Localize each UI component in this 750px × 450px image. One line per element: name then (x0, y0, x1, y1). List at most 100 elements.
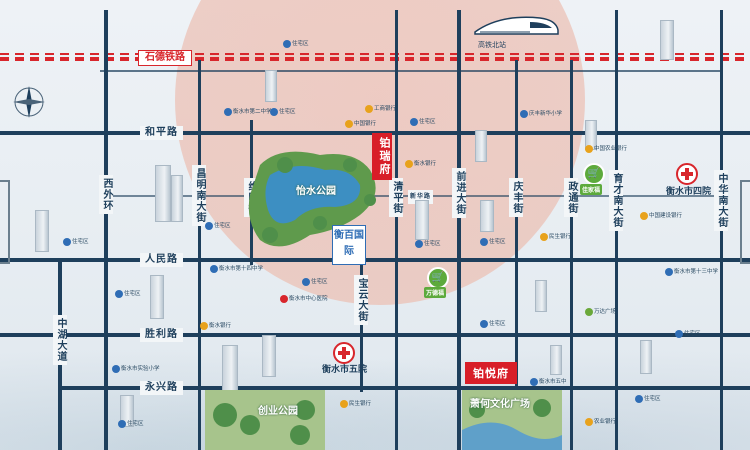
bank-icon (640, 212, 648, 220)
mist-background (0, 330, 750, 450)
poi: 万达广场 (585, 308, 616, 316)
poi: 农业银行 (585, 418, 616, 426)
poi: 衡水市五中 (530, 378, 567, 386)
station-label: 高铁北站 (478, 41, 506, 49)
building (535, 280, 547, 312)
home-icon (302, 278, 310, 286)
building (415, 200, 429, 240)
home-icon (118, 420, 126, 428)
poi: 衡水市中心医院 (280, 295, 328, 303)
label-yongxing-road: 永兴路 (140, 381, 183, 395)
building (120, 395, 134, 427)
poi: 住宅区 (63, 238, 89, 246)
poi: 住宅区 (118, 420, 144, 428)
cart-icon: 🛒 (427, 267, 449, 289)
school-icon (112, 365, 120, 373)
label-qingfeng: 庆丰街 (509, 178, 523, 217)
poi: 民生银行 (340, 400, 371, 408)
poi: 衡水市第二中学 (224, 108, 272, 116)
poi: 住宅区 (675, 330, 701, 338)
school-icon (210, 265, 218, 273)
poi: 住宅区 (480, 320, 506, 328)
bank-icon (585, 418, 593, 426)
poi: 工商银行 (365, 105, 396, 113)
high-speed-train-icon (474, 16, 559, 35)
road-north-minor (100, 70, 720, 72)
shop-wandefu-label: 万德福 (424, 287, 447, 298)
building (150, 275, 164, 319)
label-baoyun: 宝云大街 (354, 275, 368, 325)
railway-line (0, 57, 750, 61)
label-zhengtong: 政通街 (564, 178, 578, 217)
road-qingping (395, 10, 398, 450)
road-qingfeng (515, 60, 518, 450)
home-icon (415, 240, 423, 248)
building (475, 130, 487, 162)
poi: 住宅区 (205, 222, 231, 230)
label-heping-road: 和平路 (140, 126, 183, 140)
cart-icon: 🛒 (583, 163, 605, 185)
shop-jiajiafu-label: 佳家福 (580, 184, 603, 195)
road-qiandao (457, 10, 461, 450)
hengbai-badge: 衡百国际 (332, 225, 366, 265)
label-yucai: 育才南大街 (609, 170, 623, 231)
poi: 衡水市实验小学 (112, 365, 160, 373)
label-xiwaihuan: 西外环 (99, 175, 113, 214)
poi: 庆丰新华小学 (520, 110, 562, 118)
home-icon (270, 108, 278, 116)
building (222, 345, 238, 395)
school-icon (520, 110, 528, 118)
poi: 民生银行 (540, 233, 571, 241)
road-baoyun (360, 262, 363, 392)
bank-icon (345, 120, 353, 128)
building (660, 20, 674, 60)
poi: 衡水银行 (200, 322, 231, 330)
building (262, 335, 276, 377)
hospital-small-icon (280, 295, 288, 303)
poi: 住宅区 (480, 238, 506, 246)
bank-icon (365, 105, 373, 113)
road-zhengtong (570, 60, 573, 450)
hospital-5-label: 衡水市五院 (322, 365, 368, 375)
school-icon (224, 108, 232, 116)
bank-icon (200, 322, 208, 330)
road-yongxing (60, 386, 750, 390)
building (155, 165, 171, 222)
hospital-icon (676, 163, 698, 185)
label-zhonghu: 中湖大道 (53, 315, 67, 365)
poi: 住宅区 (283, 40, 309, 48)
poi: 住宅区 (415, 240, 441, 248)
poi: 住宅区 (635, 395, 661, 403)
poi: 住宅区 (115, 290, 141, 298)
yishui-park (248, 151, 376, 247)
building (265, 70, 277, 102)
label-changming: 昌明南大街 (192, 165, 206, 226)
frame-right (740, 180, 750, 264)
home-icon (205, 222, 213, 230)
chuangye-park-label: 创业公园 (258, 406, 298, 417)
road-shengli (0, 333, 750, 337)
chuangye-park (205, 390, 325, 450)
school-icon (530, 378, 538, 386)
road-changming (198, 60, 201, 450)
home-icon (480, 320, 488, 328)
hospital-4-label: 衡水市四院 (666, 187, 712, 197)
label-renmin-road: 人民路 (140, 253, 183, 267)
school-icon (283, 40, 291, 48)
poi: 住宅区 (410, 118, 436, 126)
poi: 住宅区 (302, 278, 328, 286)
label-qingping: 清平街 (389, 178, 403, 217)
poi: 衡水市第十四中学 (210, 265, 263, 273)
label-shengli-road: 胜利路 (140, 328, 183, 342)
project-boyuefu[interactable]: 铂悦府 (465, 362, 517, 384)
building (171, 175, 183, 222)
poi: 中国建设银行 (640, 212, 682, 220)
frame-left (0, 180, 10, 264)
yishui-park-label: 怡水公园 (296, 186, 336, 197)
bank-icon (405, 160, 413, 168)
poi: 住宅区 (270, 108, 296, 116)
xiaohe-square-label: 萧何文化广场 (470, 399, 530, 410)
compass-icon (13, 86, 45, 118)
project-boruifu[interactable]: 铂瑞府 (372, 133, 392, 180)
